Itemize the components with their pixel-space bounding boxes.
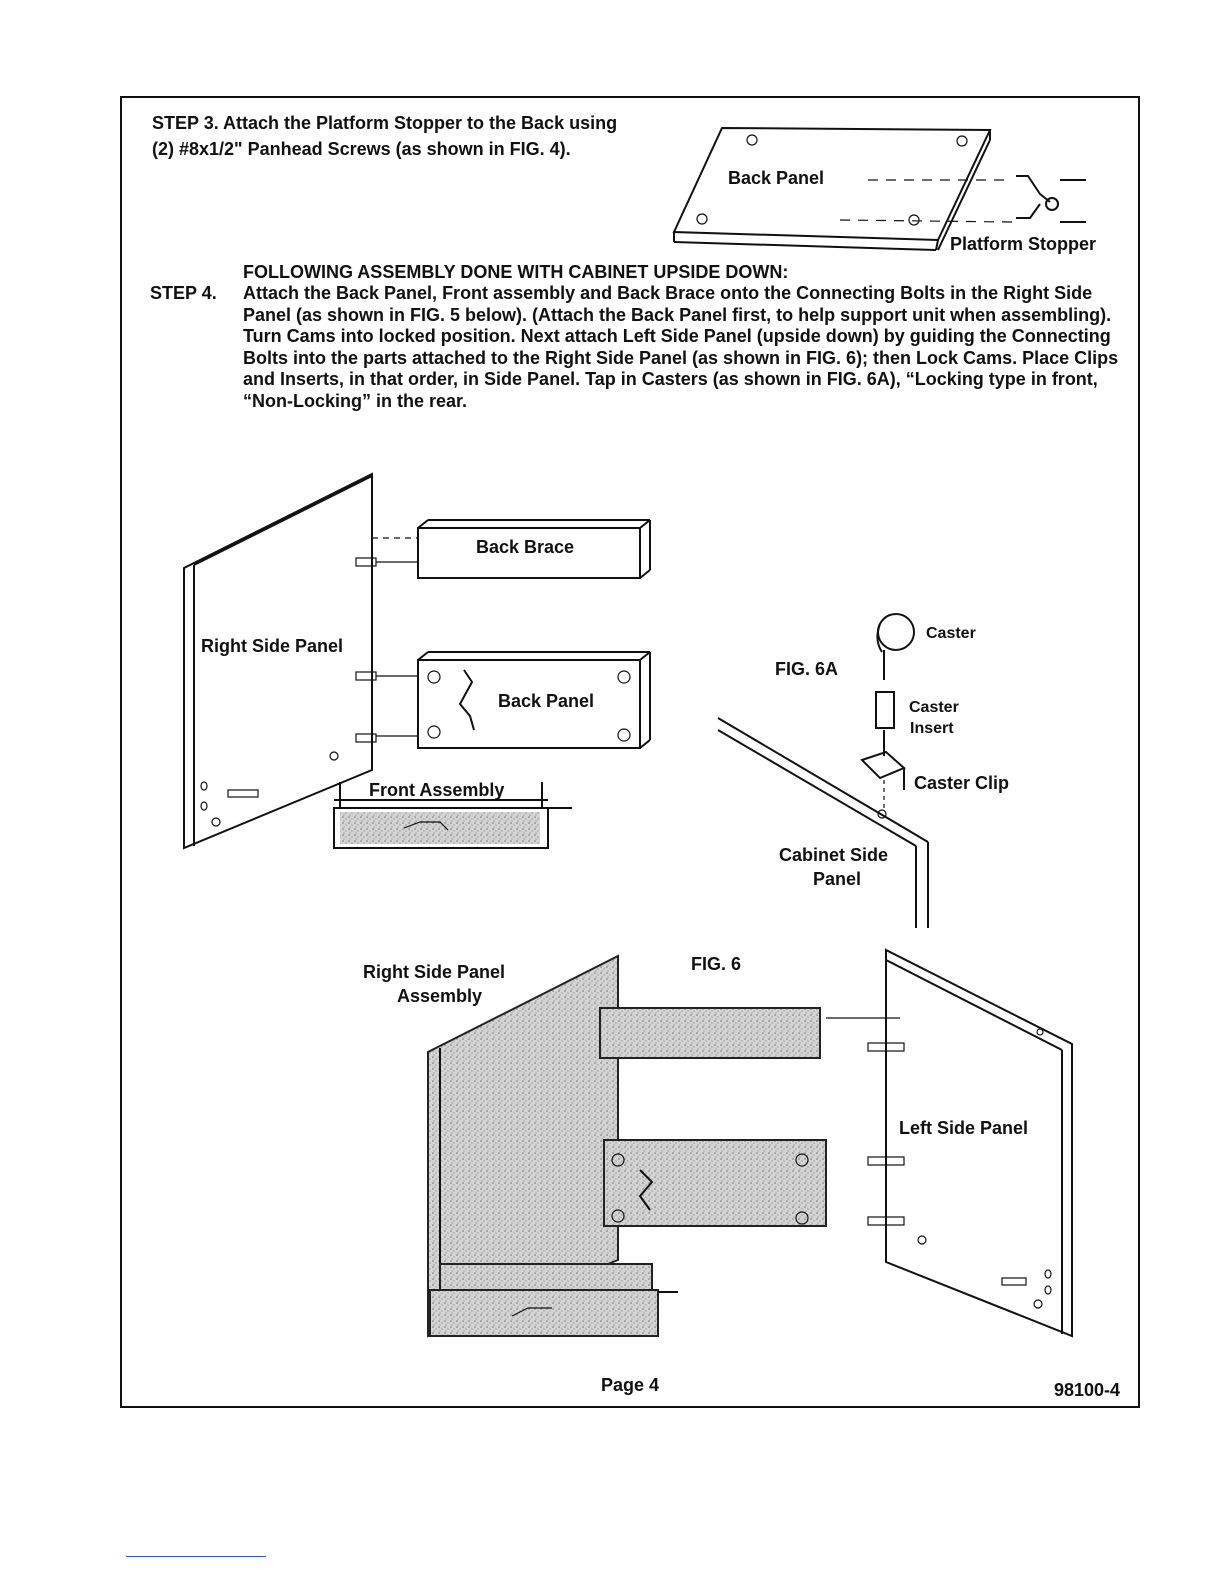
- fig6-right-side-assembly-label-1: Right Side Panel: [363, 962, 505, 983]
- fig6a-title: FIG. 6A: [775, 659, 838, 680]
- fig6-right-side-assembly-label-2: Assembly: [397, 986, 482, 1007]
- fig6-left-side-panel-drawing: [826, 950, 1072, 1336]
- document-number: 98100-4: [1054, 1380, 1120, 1401]
- bottom-rule: [126, 1556, 266, 1557]
- fig4-platform-stopper-label: Platform Stopper: [950, 234, 1096, 255]
- fig6-left-side-panel-label: Left Side Panel: [899, 1118, 1028, 1139]
- fig5-right-side-panel-drawing: [184, 474, 376, 848]
- fig5-front-assembly-label: Front Assembly: [369, 780, 504, 801]
- fig4-back-panel-drawing: [674, 128, 1086, 250]
- fig6a-caster-clip-label: Caster Clip: [914, 773, 1009, 794]
- fig5-back-brace-label: Back Brace: [476, 537, 574, 558]
- fig6a-cabinet-side-label-2: Panel: [813, 869, 861, 890]
- fig6-right-side-assembly-drawing: [428, 956, 826, 1336]
- fig6-title: FIG. 6: [691, 954, 741, 975]
- fig6a-caster-insert-label-1: Caster: [909, 699, 959, 717]
- fig4-back-panel-label: Back Panel: [728, 168, 824, 189]
- page-number: Page 4: [601, 1375, 659, 1396]
- fig6a-cabinet-side-label-1: Cabinet Side: [779, 845, 888, 866]
- fig5-back-panel-label: Back Panel: [498, 691, 594, 712]
- fig6a-caster-insert-label-2: Insert: [910, 720, 954, 738]
- fig6a-caster-label: Caster: [926, 625, 976, 643]
- fig5-right-side-panel-label: Right Side Panel: [201, 636, 343, 657]
